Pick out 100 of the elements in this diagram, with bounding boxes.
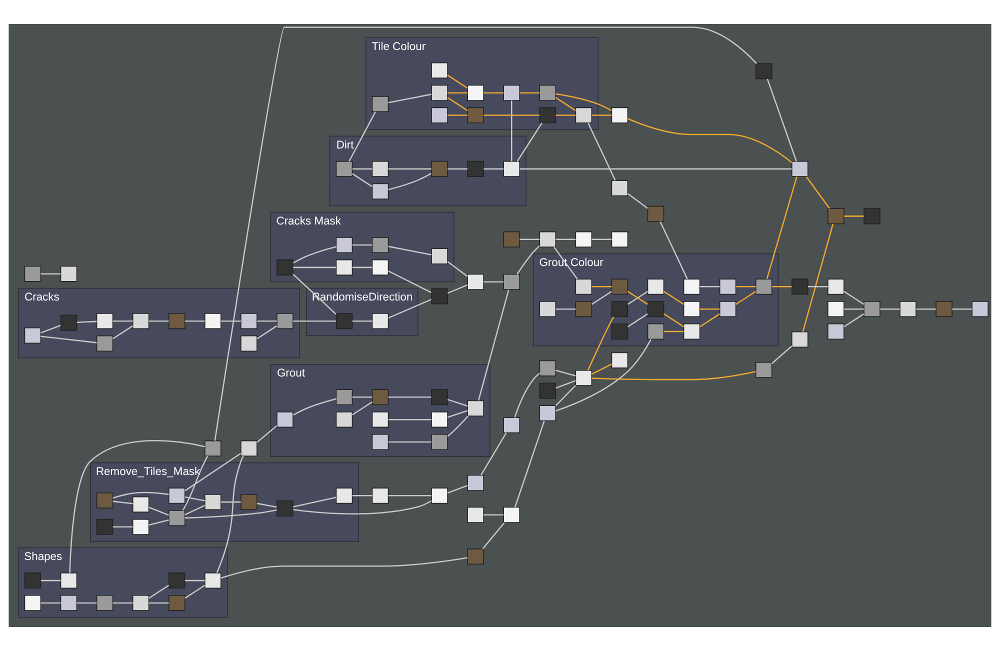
node-box bbox=[539, 300, 556, 317]
node-box bbox=[683, 300, 700, 317]
connector bbox=[482, 522, 505, 549]
node-box bbox=[972, 300, 988, 317]
connector bbox=[844, 290, 864, 304]
node-box bbox=[204, 572, 222, 588]
node-box bbox=[539, 382, 556, 398]
node-box bbox=[168, 487, 186, 504]
node-box bbox=[336, 258, 353, 275]
node-box bbox=[575, 278, 592, 294]
connector bbox=[592, 363, 612, 374]
connector bbox=[516, 122, 542, 162]
connector bbox=[447, 284, 468, 294]
connector bbox=[76, 320, 97, 322]
node-box bbox=[276, 258, 294, 275]
node-box bbox=[24, 594, 42, 610]
node-box bbox=[132, 496, 150, 512]
connector bbox=[516, 244, 540, 274]
node-box bbox=[24, 327, 42, 344]
connector bbox=[40, 324, 61, 333]
connector bbox=[772, 344, 792, 364]
connector bbox=[256, 424, 278, 442]
connector bbox=[806, 176, 830, 208]
node-box bbox=[792, 278, 808, 294]
connector bbox=[520, 168, 792, 170]
connector bbox=[664, 330, 684, 332]
connector bbox=[448, 114, 468, 116]
connector bbox=[184, 452, 242, 491]
node-box bbox=[431, 106, 448, 123]
node-box bbox=[96, 594, 114, 610]
node-box bbox=[936, 300, 952, 317]
node-box bbox=[431, 248, 448, 264]
connector bbox=[556, 238, 576, 240]
node-box bbox=[276, 312, 294, 329]
node-box bbox=[168, 594, 186, 610]
connector bbox=[293, 266, 336, 268]
connector bbox=[40, 602, 61, 604]
node-box bbox=[132, 594, 150, 610]
connector bbox=[112, 491, 169, 498]
connector bbox=[352, 172, 373, 187]
node-box bbox=[539, 106, 556, 123]
node-box bbox=[168, 510, 186, 526]
connector bbox=[664, 312, 684, 327]
node-box bbox=[503, 84, 520, 100]
node-box bbox=[431, 487, 448, 504]
node-box bbox=[24, 572, 42, 588]
connector bbox=[388, 396, 432, 398]
node-box bbox=[96, 518, 114, 534]
connector bbox=[293, 246, 336, 263]
node-box bbox=[539, 360, 556, 376]
connector bbox=[555, 96, 576, 111]
connector bbox=[112, 602, 133, 604]
node-box bbox=[719, 300, 736, 317]
node-box bbox=[611, 230, 628, 247]
node-box bbox=[467, 106, 484, 123]
node-box bbox=[792, 331, 808, 348]
connector bbox=[514, 372, 540, 418]
connector bbox=[448, 168, 468, 170]
connector bbox=[628, 118, 792, 163]
connector bbox=[388, 172, 432, 190]
node-box bbox=[467, 160, 484, 176]
node-box bbox=[503, 506, 520, 522]
connector bbox=[844, 312, 864, 327]
connector bbox=[388, 418, 432, 420]
node-box bbox=[503, 230, 520, 247]
connector bbox=[148, 584, 170, 598]
node-box bbox=[611, 180, 628, 196]
node-box bbox=[240, 494, 258, 510]
connector bbox=[352, 400, 373, 415]
connector bbox=[388, 168, 432, 170]
node-box bbox=[276, 500, 294, 516]
connector bbox=[292, 496, 336, 507]
connector bbox=[591, 290, 612, 304]
connector bbox=[592, 370, 756, 380]
connector bbox=[556, 369, 576, 376]
connector bbox=[700, 308, 720, 310]
connector bbox=[478, 289, 510, 400]
connector bbox=[184, 579, 205, 581]
node-box bbox=[372, 388, 389, 405]
node-box bbox=[336, 487, 353, 504]
connector bbox=[700, 286, 720, 287]
connector bbox=[556, 308, 576, 310]
connector bbox=[952, 308, 972, 310]
node-box bbox=[336, 236, 353, 253]
connector bbox=[214, 26, 757, 440]
node-box bbox=[503, 273, 520, 290]
connector bbox=[293, 320, 336, 322]
connector bbox=[587, 316, 614, 370]
connector bbox=[182, 455, 208, 510]
node-box bbox=[683, 278, 700, 294]
node-box bbox=[168, 312, 186, 329]
node-box bbox=[575, 106, 592, 123]
node-box bbox=[792, 160, 808, 176]
connector bbox=[556, 92, 612, 111]
node-box bbox=[372, 411, 389, 428]
connector bbox=[256, 324, 278, 339]
connector bbox=[844, 308, 864, 310]
node-box bbox=[828, 323, 844, 340]
node-box bbox=[828, 278, 844, 294]
node-box bbox=[647, 300, 664, 317]
